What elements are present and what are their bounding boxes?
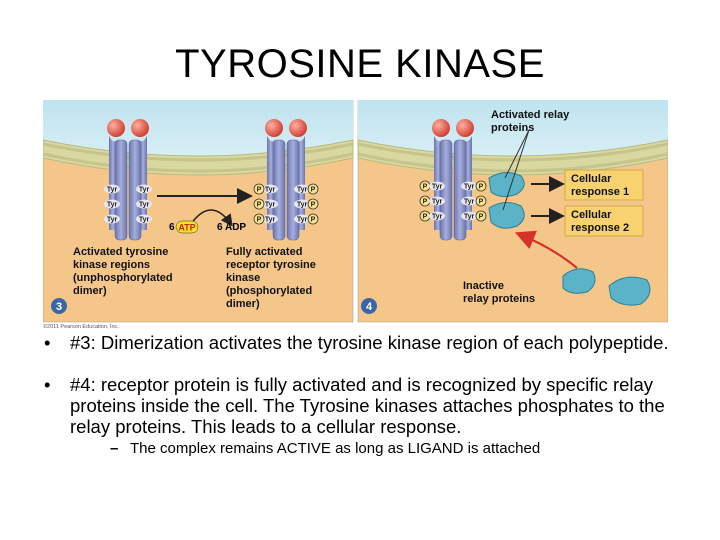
ligand <box>456 119 474 137</box>
tyr-label: Tyr <box>464 184 475 191</box>
label-fully-activated-1: Fully activated <box>226 246 302 258</box>
phosphate-label: P <box>423 214 428 221</box>
bullet-text-3: #3: Dimerization activates the tyrosine … <box>70 332 669 353</box>
tyr-label: Tyr <box>139 217 150 224</box>
relay-protein-inactive <box>608 276 651 306</box>
label-activated-tyrosine-2: kinase regions <box>73 259 150 271</box>
pointer-line <box>502 129 530 211</box>
label-activated-tyrosine-1: Activated tyrosine <box>73 246 168 258</box>
ligand <box>107 119 125 137</box>
atp-label: ATP <box>178 223 195 233</box>
label-fully-activated-4: (phosphorylated <box>226 285 312 297</box>
response-1-line-1: Cellular <box>571 173 612 185</box>
label-activated-relay-1: Activated relay <box>491 109 570 121</box>
tyrosine-kinase-figure: 3 Tyr Tyr Tyr Tyr Tyr Tyr <box>43 100 668 330</box>
copyright-text: ©2011 Pearson Education, Inc. <box>43 323 119 330</box>
response-2-line-2: response 2 <box>571 222 629 234</box>
adp-label: 6 ADP <box>217 222 246 233</box>
tyr-label: Tyr <box>265 202 276 209</box>
relay-protein-bound <box>488 172 525 198</box>
recruitment-arrow <box>514 230 578 269</box>
label-activated-tyrosine-4: dimer) <box>73 285 107 297</box>
pointer-line <box>504 129 530 179</box>
phosphate-label: P <box>257 202 262 209</box>
tyr-label: Tyr <box>107 217 118 224</box>
tyr-label: Tyr <box>265 217 276 224</box>
bullet-item: • #4: receptor protein is fully activate… <box>44 374 684 437</box>
phosphate-label: P <box>479 184 484 191</box>
tyr-label: Tyr <box>432 214 443 221</box>
atp-count: 6 <box>169 222 175 233</box>
panel-3-number: 3 <box>56 301 62 313</box>
atp-badge <box>175 220 199 234</box>
slide-title: TYROSINE KINASE <box>175 42 545 86</box>
response-1-line-2: response 1 <box>571 186 629 198</box>
tyr-label: Tyr <box>139 202 150 209</box>
phosphate-label: P <box>479 199 484 206</box>
cellular-response-1-box <box>564 169 644 201</box>
label-fully-activated-3: kinase <box>226 272 260 284</box>
tyr-label: Tyr <box>464 199 475 206</box>
phosphate-label: P <box>479 214 484 221</box>
receptor-dimer-phosphorylated: Tyr Tyr Tyr Tyr Tyr Tyr P P P P P P <box>253 119 319 241</box>
tyr-label: Tyr <box>432 199 443 206</box>
tyr-label: Tyr <box>107 187 118 194</box>
relay-protein-inactive <box>562 268 596 294</box>
tyr-label: Tyr <box>464 214 475 221</box>
atp-adp-arrow <box>190 209 233 227</box>
ligand <box>131 119 149 137</box>
panel-3-number-badge <box>51 298 67 314</box>
ligand <box>432 119 450 137</box>
tyr-label: Tyr <box>432 184 443 191</box>
phosphate-label: P <box>311 217 316 224</box>
relay-protein-bound <box>488 202 525 229</box>
tyr-label: Tyr <box>265 187 276 194</box>
label-activated-tyrosine-3: (unphosphorylated <box>73 272 173 284</box>
phosphate-label: P <box>311 202 316 209</box>
cellular-response-2-box <box>564 205 644 237</box>
ligand <box>289 119 307 137</box>
phosphate-label: P <box>423 199 428 206</box>
ligand <box>265 119 283 137</box>
sub-bullet-item: – The complex remains ACTIVE as long as … <box>110 440 541 457</box>
panel-4-number-badge <box>361 298 377 314</box>
panel-3: 3 Tyr Tyr Tyr Tyr Tyr Tyr <box>43 100 354 323</box>
bullet-item: • #3: Dimerization activates the tyrosin… <box>44 332 684 353</box>
panel-4-number: 4 <box>366 301 373 313</box>
phosphate-label: P <box>257 217 262 224</box>
label-activated-relay-2: proteins <box>491 122 534 134</box>
phosphate-label: P <box>311 187 316 194</box>
tyr-label: Tyr <box>297 217 308 224</box>
tyr-label: Tyr <box>297 187 308 194</box>
label-fully-activated-2: receptor tyrosine <box>226 259 316 271</box>
tyr-label: Tyr <box>139 187 150 194</box>
label-fully-activated-5: dimer) <box>226 298 260 310</box>
panel-4: 4 P P P Tyr Tyr Tyr Tyr Tyr Tyr P P P <box>357 100 668 323</box>
response-2-line-1: Cellular <box>571 209 612 221</box>
label-inactive-relay-1: Inactive <box>463 280 504 292</box>
tyr-label: Tyr <box>297 202 308 209</box>
bullet-list: • #3: Dimerization activates the tyrosin… <box>44 332 684 458</box>
label-inactive-relay-2: relay proteins <box>463 293 535 305</box>
receptor-dimer-unphosphorylated: Tyr Tyr Tyr Tyr Tyr Tyr <box>104 119 152 241</box>
receptor-dimer-active: P P P Tyr Tyr Tyr Tyr Tyr Tyr P P P <box>419 119 487 241</box>
phosphate-label: P <box>423 184 428 191</box>
phosphate-label: P <box>257 187 262 194</box>
sub-bullet-text: The complex remains ACTIVE as long as LI… <box>130 440 541 457</box>
bullet-text-4: #4: receptor protein is fully activated … <box>70 374 665 437</box>
tyr-label: Tyr <box>107 202 118 209</box>
